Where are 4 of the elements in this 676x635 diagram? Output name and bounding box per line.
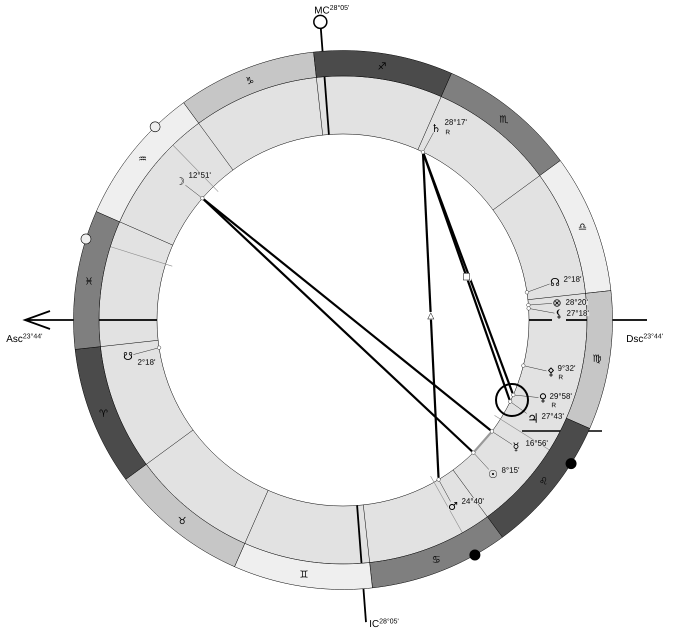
angle-label: IC$^{28°05'}$ (370, 618, 398, 628)
angle-label: Asc$^{23°44'}$ (6, 334, 42, 342)
angle-label: Dsc$^{23°44'}$ (627, 334, 663, 342)
angle-label: MC$^{28°05'}$ (315, 5, 349, 14)
